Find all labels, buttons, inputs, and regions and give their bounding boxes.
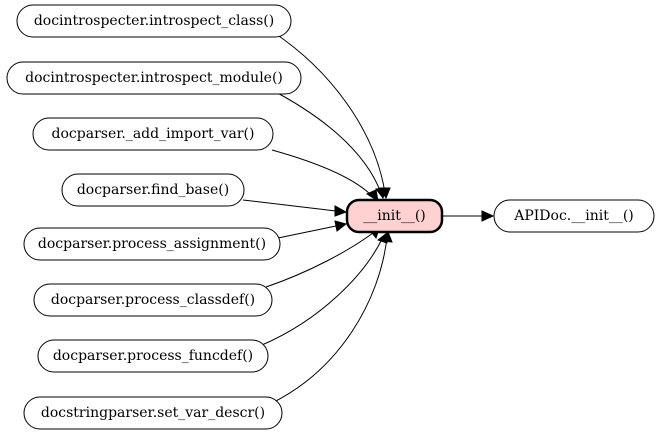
node-shape bbox=[493, 199, 655, 233]
node-shape-focus bbox=[345, 198, 444, 234]
node-shape bbox=[23, 227, 281, 261]
edge-arrowhead bbox=[481, 210, 495, 222]
edge-arrowhead bbox=[381, 230, 393, 243]
edge-process-funcdef-to-init bbox=[261, 236, 384, 346]
node-label: docstringparser.set_var_descr() bbox=[41, 405, 265, 421]
edge-introspect-module-to-init bbox=[269, 88, 382, 194]
node-find-base[interactable]: docparser.find_base() bbox=[61, 173, 245, 207]
node-process-funcdef[interactable]: docparser.process_funcdef() bbox=[37, 339, 269, 373]
node-label: docparser._add_import_var() bbox=[52, 126, 255, 142]
edge-find-base-to-init bbox=[242, 199, 337, 212]
node-process-classdef[interactable]: docparser.process_classdef() bbox=[33, 283, 273, 317]
edge-arrowhead bbox=[375, 187, 387, 200]
edge-introspect-class-to-init bbox=[272, 31, 386, 194]
node-shape bbox=[23, 396, 283, 430]
node-shape bbox=[61, 173, 245, 207]
node-shape bbox=[33, 283, 273, 317]
edge-add-import-var-to-init bbox=[271, 149, 374, 198]
nodes-layer: docintrospecter.introspect_class() docin… bbox=[6, 4, 655, 430]
node-label: docparser.process_assignment() bbox=[38, 236, 266, 252]
node-label: docparser.find_base() bbox=[77, 182, 229, 198]
edge-process-assignment-to-init bbox=[277, 225, 337, 239]
node-shape bbox=[32, 117, 274, 151]
node-label: docintrospecter.introspect_module() bbox=[25, 70, 283, 86]
node-label: docparser.process_funcdef() bbox=[53, 348, 253, 364]
node-add-import-var[interactable]: docparser._add_import_var() bbox=[32, 117, 274, 151]
node-shape bbox=[6, 61, 302, 95]
node-label: APIDoc.__init__() bbox=[513, 208, 634, 224]
edge-process-classdef-to-init bbox=[265, 232, 374, 288]
node-label: __init__() bbox=[363, 208, 426, 224]
node-set-var-descr[interactable]: docstringparser.set_var_descr() bbox=[23, 396, 283, 430]
node-shape bbox=[37, 339, 269, 373]
node-shape bbox=[16, 4, 292, 38]
edge-set-var-descr-to-init bbox=[269, 236, 388, 405]
edge-arrowhead bbox=[365, 189, 379, 203]
node-introspect-class[interactable]: docintrospecter.introspect_class() bbox=[16, 4, 292, 38]
edge-arrowhead bbox=[334, 205, 348, 217]
node-label: docparser.process_classdef() bbox=[51, 292, 255, 308]
node-process-assignment[interactable]: docparser.process_assignment() bbox=[23, 227, 281, 261]
node-apidoc-init[interactable]: APIDoc.__init__() bbox=[493, 199, 655, 233]
node-label: docintrospecter.introspect_class() bbox=[34, 13, 274, 29]
edge-arrowhead bbox=[334, 220, 348, 232]
node-introspect-module[interactable]: docintrospecter.introspect_module() bbox=[6, 61, 302, 95]
node-init-focus[interactable]: __init__() bbox=[345, 198, 444, 234]
edges-layer bbox=[242, 31, 495, 405]
